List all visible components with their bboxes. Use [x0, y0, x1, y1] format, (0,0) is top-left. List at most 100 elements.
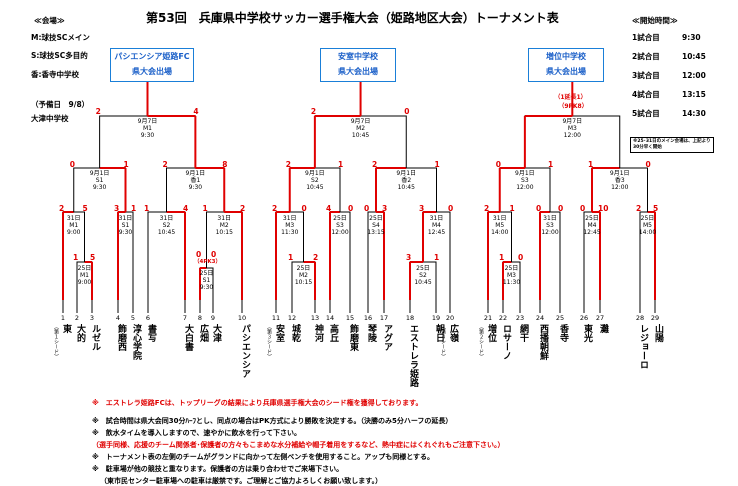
team-name: 神河 [313, 324, 323, 342]
team-name: 大的 [75, 324, 85, 342]
team-name: 安室 [274, 324, 284, 342]
match-time: 14:00 [638, 229, 657, 236]
match-date: 25日 [504, 265, 519, 272]
match-court: M4 [432, 222, 441, 229]
team-name: 城乾 [290, 324, 300, 342]
team-number: 9 [210, 314, 216, 322]
score-label: 4 [193, 107, 199, 116]
score-label: 1 [548, 160, 554, 169]
team-number: 4 [115, 314, 121, 322]
match-date: 9月1日 [515, 170, 535, 177]
venue-item: 香:香寺中学校 [31, 69, 79, 79]
score-label: 10 [598, 204, 609, 213]
qualifier-status: 県大会出場 [132, 67, 172, 76]
match-time: 12:00 [611, 184, 629, 191]
match-court: S1 [121, 222, 130, 229]
team-number: 6 [145, 314, 151, 322]
team-name: 東 [61, 324, 71, 333]
time-value: 12:00 [682, 70, 706, 80]
team-name: アグア [382, 324, 392, 351]
score-label: 2 [162, 160, 168, 169]
score-label: 0 [364, 204, 370, 213]
team-number: 10 [237, 314, 247, 322]
team-number: 28 [635, 314, 645, 322]
note-line: （東市民センター駐車場への駐車は厳禁です。ご理解とご協力よろしくお願い致します。… [100, 477, 383, 485]
match-time: 12:45 [427, 229, 446, 236]
match-time: 10:45 [397, 184, 415, 191]
match-court: M1 [143, 125, 152, 132]
team-number: 17 [379, 314, 389, 322]
team-number: 11 [271, 314, 281, 322]
match-court: S2 [419, 272, 427, 279]
score-label: 3 [382, 204, 388, 213]
time-slot: 5試合目 [632, 108, 660, 118]
score-label: 2 [636, 204, 642, 213]
match-time: 9:30 [118, 229, 133, 236]
match-court: M5 [643, 222, 652, 229]
match-time: 10:45 [414, 279, 432, 286]
match-time: 9:00 [77, 279, 92, 286]
score-label: 2 [372, 160, 378, 169]
team-name: エストレラ姫路 [408, 324, 418, 387]
match-court: S4 [372, 222, 380, 229]
team-seed: （第１シード） [53, 324, 59, 359]
match-time: 13:15 [367, 229, 385, 236]
venue-item: M:球技SCメイン [31, 32, 90, 42]
score-label: 0 [348, 204, 354, 213]
score-label: 1 [131, 204, 137, 213]
match-time: 11:30 [281, 229, 299, 236]
match-date: 31日 [118, 215, 133, 222]
match-date: 25日 [296, 265, 311, 272]
match-date: 31日 [429, 215, 444, 222]
score-label: 1 [499, 253, 505, 262]
match-court: S3 [521, 177, 529, 184]
pk-note: （4PK3） [194, 259, 221, 265]
team-number: 19 [431, 314, 441, 322]
team-seed: （第２シード） [478, 324, 484, 359]
page-title: 第53回 兵庫県中学校サッカー選手権大会（姫路地区大会）トーナメント表 [146, 11, 559, 25]
team-number: 8 [197, 314, 203, 322]
score-label: 0 [404, 107, 410, 116]
team-name: 飾磨東 [348, 324, 358, 351]
score-label: 2 [313, 253, 319, 262]
match-time: 9:00 [67, 229, 81, 236]
team-number: 7 [182, 314, 188, 322]
team-seed: （第４シード） [440, 324, 446, 359]
score-label: 0 [495, 160, 501, 169]
match-date: 9月7日 [350, 118, 371, 125]
match-time: 12:00 [563, 132, 581, 139]
match-court: M2 [299, 272, 308, 279]
match-court: M3 [507, 272, 516, 279]
team-name: 増位 [486, 324, 496, 342]
score-label: 8 [222, 160, 228, 169]
match-time: 9:30 [140, 132, 155, 139]
team-name: 山陽 [653, 324, 663, 342]
note-line: （選手同様、応援のチーム関係者･保護者の方々もこまめな水分補給や帽子着用をするな… [92, 441, 505, 449]
score-label: 1 [202, 204, 208, 213]
time-note: ※25･31日のメイン会場は、上記より30分早く開始 [630, 137, 714, 153]
match-date: 9月1日 [89, 170, 110, 177]
score-label: 0 [558, 204, 564, 213]
team-name: 東光 [582, 324, 592, 342]
match-court: S1 [202, 277, 211, 284]
qualifier-box: パシエンシア姫路FC 県大会出場 [110, 48, 194, 82]
match-date: 31日 [66, 215, 81, 222]
score-label: 0 [448, 204, 454, 213]
match-date: 31日 [543, 215, 557, 222]
score-label: 5 [653, 204, 659, 213]
team-name: 飾磨西 [116, 324, 126, 351]
match-court: 香3 [614, 177, 625, 184]
